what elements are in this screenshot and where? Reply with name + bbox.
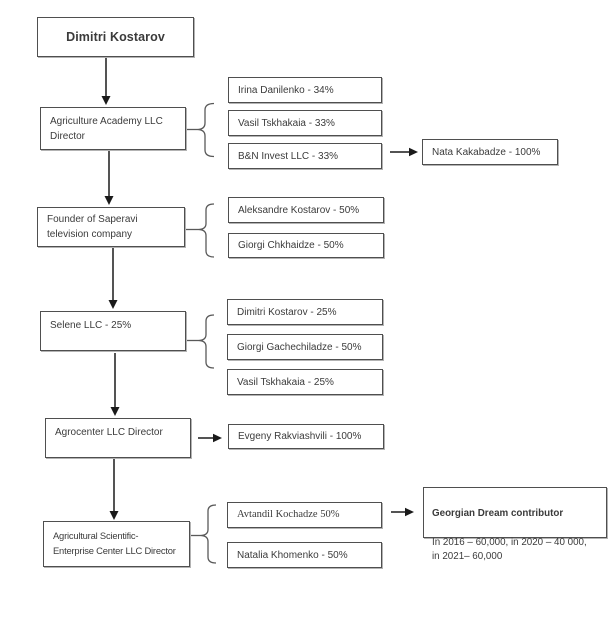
bracket-selene-shareholders — [186, 314, 215, 369]
arrow-founder-to-selene — [108, 248, 118, 309]
arrow-root-to-agriculture — [101, 58, 111, 105]
arrow-avtandil-to-georgian-dream — [391, 507, 414, 517]
arrow-selene-to-agrocenter — [110, 353, 120, 416]
shareholder-aleksandre-kostarov: Aleksandre Kostarov - 50% — [228, 197, 384, 223]
shareholder-avtandil-kochadze: Avtandil Kochadze 50% — [227, 502, 382, 528]
arrow-agrocenter-to-agrisci — [109, 459, 119, 520]
arrow-bninvest-to-nata — [390, 147, 418, 157]
bracket-agriculture-shareholders — [186, 102, 215, 158]
node-selene-llc: Selene LLC - 25% — [40, 311, 186, 351]
note-body: In 2016 – 60,000, in 2020 – 40 000, in 2… — [432, 536, 587, 562]
arrow-agriculture-to-founder — [104, 151, 114, 205]
node-agriculture-academy-director: Agriculture Academy LLC Director — [40, 107, 186, 150]
shareholder-bn-invest-llc: B&N Invest LLC - 33% — [228, 143, 382, 169]
node-agrocenter-director: Agrocenter LLC Director — [45, 418, 191, 458]
shareholder-irina-danilenko: Irina Danilenko - 34% — [228, 77, 382, 103]
georgian-dream-contribution-note: Georgian Dream contributor In 2016 – 60,… — [423, 487, 607, 562]
shareholder-dimitri-kostarov-25: Dimitri Kostarov - 25% — [227, 299, 383, 325]
shareholder-natalia-khomenko: Natalia Khomenko - 50% — [227, 542, 382, 568]
shareholder-vasil-tskhakaia-33: Vasil Tskhakaia - 33% — [228, 110, 382, 136]
shareholder-vasil-tskhakaia-25: Vasil Tskhakaia - 25% — [227, 369, 383, 395]
shareholder-nata-kakabadze: Nata Kakabadze - 100% — [422, 139, 558, 165]
arrow-agrocenter-to-evgeny — [198, 433, 222, 443]
shareholder-evgeny-rakviashvili: Evgeny Rakviashvili - 100% — [228, 424, 384, 449]
bracket-agrisci-shareholders — [190, 504, 217, 564]
node-dimitri-kostarov: Dimitri Kostarov — [37, 17, 194, 57]
note-title: Georgian Dream contributor — [432, 508, 564, 520]
shareholder-giorgi-gachechiladze: Giorgi Gachechiladze - 50% — [227, 334, 383, 360]
bracket-saperavi-shareholders — [185, 203, 215, 258]
shareholder-giorgi-chkhaidze: Giorgi Chkhaidze - 50% — [228, 233, 384, 258]
node-agrisci-center-director: Agricultural Scientific- Enterprise Cent… — [43, 521, 190, 567]
node-saperavi-founder: Founder of Saperavi television company — [37, 207, 185, 247]
